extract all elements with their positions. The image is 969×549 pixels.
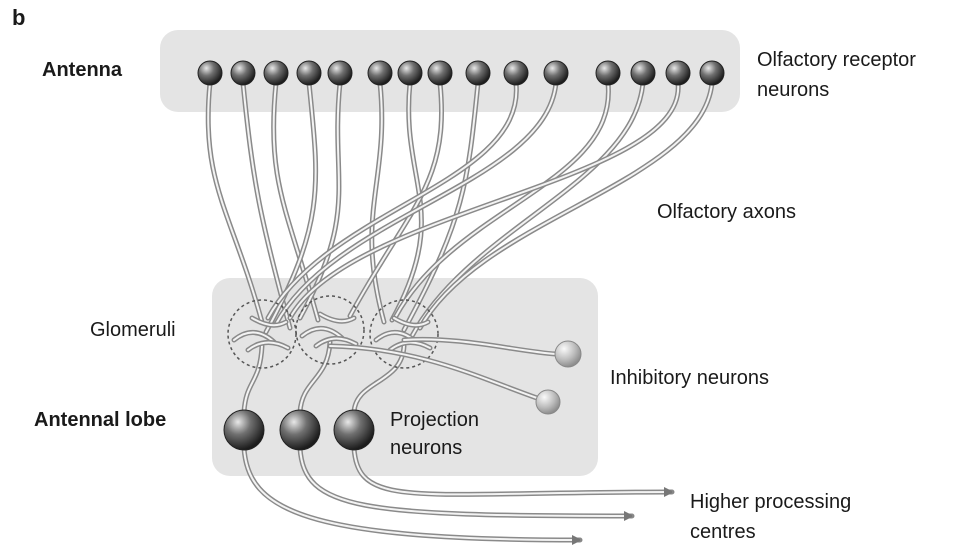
receptor-neuron xyxy=(465,60,491,86)
receptor-neuron xyxy=(230,60,256,86)
olfactory-axon xyxy=(369,80,387,325)
olfactory-axon xyxy=(297,80,343,321)
receptor-neuron xyxy=(503,60,529,86)
glomerulus-branch xyxy=(245,340,291,353)
glomeruli-label: Glomeruli xyxy=(90,319,176,341)
projection-dendrite xyxy=(351,343,407,415)
projection-dendrite xyxy=(297,339,333,415)
receptor-neuron xyxy=(197,60,223,86)
projection-neuron-cells xyxy=(223,409,375,451)
olfactory-axon xyxy=(417,80,715,331)
antennal-lobe-label: Antennal lobe xyxy=(34,409,167,431)
inhibitory-neurons-label: Inhibitory neurons xyxy=(610,367,769,389)
glomerulus-branch xyxy=(391,315,431,328)
olfactory-axons xyxy=(205,80,715,339)
projection-dendrite xyxy=(241,343,265,415)
glomerulus-branch xyxy=(231,330,277,345)
projection-neuron xyxy=(333,409,375,451)
higher-centres-label-line2: centres xyxy=(690,521,756,543)
inhibitory-process xyxy=(401,336,559,357)
olfactory-axon xyxy=(401,80,481,333)
projection-axons xyxy=(241,339,675,545)
receptor-neuron xyxy=(543,60,569,86)
inhibitory-neuron xyxy=(554,340,582,368)
glomerulus-branch xyxy=(249,315,289,328)
olfactory-axon xyxy=(265,80,519,321)
inhibitory-neuron-cells xyxy=(327,336,582,415)
projection-axon-to-higher-centres xyxy=(241,445,583,545)
olfactory-axon xyxy=(240,80,293,331)
receptor-neuron xyxy=(595,60,621,86)
glomerulus-branch xyxy=(387,340,433,353)
olfactory-axon xyxy=(205,80,265,325)
projection-neurons-label-line1: Projection xyxy=(390,409,479,431)
glomerulus-branch xyxy=(317,311,357,324)
glomerulus-branch xyxy=(299,326,345,341)
projection-neurons-label-line2: neurons xyxy=(390,437,463,459)
receptor-neuron xyxy=(327,60,353,86)
olfactory-axon xyxy=(287,80,681,321)
receptor-neuron xyxy=(263,60,289,86)
projection-neuron xyxy=(279,409,321,451)
olfactory-axons-label: Olfactory axons xyxy=(657,201,796,223)
panel-letter: b xyxy=(12,5,26,30)
olfactory-axon xyxy=(273,80,559,327)
receptor-neuron xyxy=(630,60,656,86)
inhibitory-neuron xyxy=(535,389,561,415)
inhibitory-process xyxy=(327,343,540,401)
receptor-neuron xyxy=(296,60,322,86)
projection-axon-to-higher-centres xyxy=(297,445,635,521)
receptor-neurons-label-line2: neurons xyxy=(757,79,830,101)
glomerulus-branch xyxy=(313,336,359,349)
receptor-neuron xyxy=(427,60,453,86)
receptor-neuron xyxy=(397,60,423,86)
olfactory-axon xyxy=(393,80,611,319)
projection-neuron xyxy=(223,409,265,451)
higher-centres-label-line1: Higher processing xyxy=(690,491,852,513)
antenna-label: Antenna xyxy=(42,59,122,81)
receptor-neuron xyxy=(665,60,691,86)
receptor-neurons xyxy=(197,60,725,86)
receptor-neurons-label-line1: Olfactory receptor xyxy=(757,49,916,71)
receptor-neuron xyxy=(367,60,393,86)
glomerulus xyxy=(295,295,365,365)
projection-axon-to-higher-centres xyxy=(351,445,675,498)
receptor-neuron xyxy=(699,60,725,86)
